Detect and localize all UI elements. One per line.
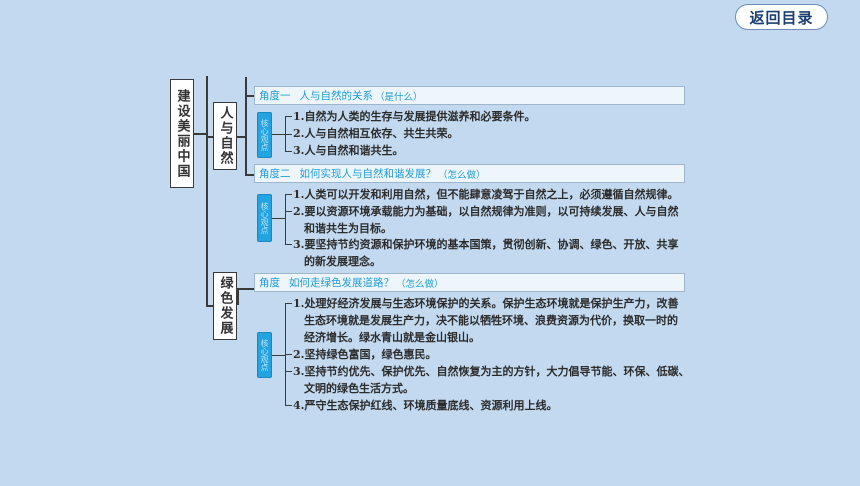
branch2-connector — [206, 305, 213, 307]
core-view-badge-1: 核心观点 — [257, 112, 272, 158]
angle3-item-3-cont: 文明的绿色生活方式。 — [304, 382, 414, 395]
badge-tick-2 — [272, 218, 285, 220]
item-tick — [285, 211, 292, 213]
angle3-item-2: 2.坚持绿色富国，绿色惠民。 — [293, 348, 437, 361]
item-tick — [285, 194, 292, 196]
item-tick — [285, 134, 292, 136]
core-view-badge-2: 核心观点 — [257, 194, 272, 242]
clipped-top-text — [292, 66, 382, 76]
angle2-item-2: 2.要以资源环境承载能力为基础，以自然规律为准则，以可持续发展、人与自然 — [293, 205, 679, 218]
angle2-item-3: 3.要坚持节约资源和保护环境的基本国策，贯彻创新、协调、绿色、开放、共享 — [293, 238, 679, 251]
branch-green-development: 绿色发展 — [213, 272, 237, 340]
angle3-item-1-cont-a: 生态环境就是发展生产力，决不能以牺牲环境、浪费资源为代价，换取一时的 — [304, 314, 678, 327]
angle2-item-1: 1.人类可以开发和利用自然，但不能肆意凌驾于自然之上，必须遵循自然规律。 — [293, 188, 679, 201]
item-tick — [285, 371, 292, 373]
item-tick — [285, 405, 292, 407]
angle2-item-2-cont: 和谐共生为目标。 — [304, 222, 392, 235]
angle2-link — [245, 174, 254, 176]
angle3-item-4: 4.严守生态保护红线、环境质量底线、资源利用上线。 — [293, 399, 558, 412]
angle3-item-1-cont-b: 经济增长。绿水青山就是金山银山。 — [304, 331, 480, 344]
branch1-out — [237, 136, 245, 138]
angle-three-header: 角度 如何走绿色发展道路？（怎么做） — [254, 273, 685, 292]
angle1-link — [245, 95, 254, 97]
item-tick — [285, 354, 292, 356]
item-tick — [285, 244, 292, 246]
branch1-bracket — [245, 77, 247, 175]
angle3-item-3: 3.坚持节约优先、保护优先、自然恢复为主的方针，大力倡导节能、环保、低碳、 — [293, 365, 690, 378]
angle3-link — [237, 288, 254, 290]
badge-tick-1 — [272, 134, 285, 136]
angle1-item-2: 2.人与自然相互依存、共生共荣。 — [293, 127, 459, 140]
item-tick — [285, 303, 292, 305]
angle2-item-3-cont: 的新发展理念。 — [304, 255, 381, 268]
root-node: 建设美丽中国 — [170, 79, 194, 188]
angle3-link-vertical — [237, 288, 239, 305]
return-to-contents-button[interactable]: 返回目录 — [735, 4, 828, 30]
branch-human-nature: 人与自然 — [213, 102, 237, 170]
core-view-badge-3: 核心观点 — [257, 332, 272, 378]
item-tick — [285, 116, 292, 118]
items-bracket-2 — [285, 194, 286, 244]
angle3-item-1: 1.处理好经济发展与生态环境保护的关系。保护生态环境就是保护生产力，改善 — [293, 297, 679, 310]
item-tick — [285, 151, 292, 153]
root-spine — [206, 76, 208, 306]
branch1-connector — [206, 136, 213, 138]
angle1-item-1: 1.自然为人类的生存与发展提供滋养和必要条件。 — [293, 110, 536, 123]
angle-two-header: 角度二 如何实现人与自然和谐发展？（怎么做） — [254, 164, 685, 183]
badge-tick-3 — [272, 355, 285, 357]
angle-one-header: 角度一 人与自然的关系（是什么） — [254, 86, 685, 105]
root-connector — [194, 133, 206, 135]
angle1-item-3: 3.人与自然和谐共生。 — [293, 144, 404, 157]
